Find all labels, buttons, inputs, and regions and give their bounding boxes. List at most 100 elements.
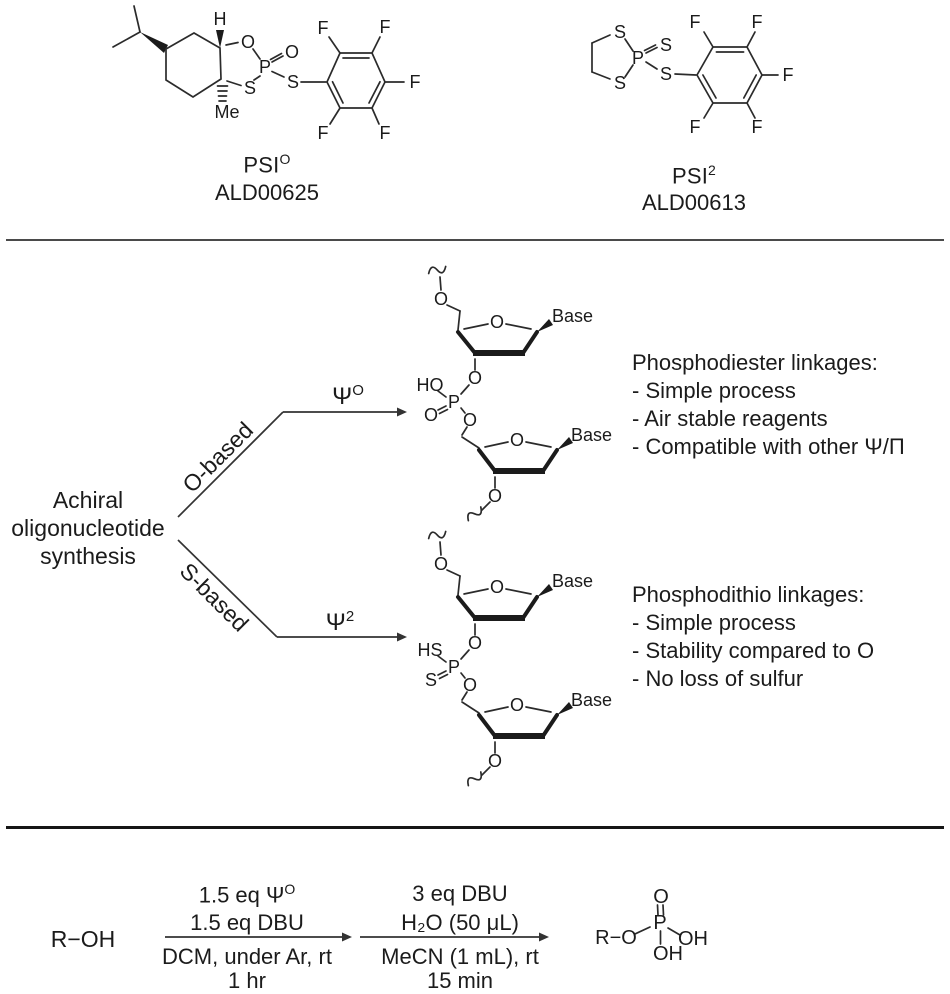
- atom-f: F: [783, 65, 794, 85]
- step1-reagent-1-sup: O: [284, 881, 296, 897]
- reactant-label: R−OH: [50, 926, 116, 952]
- step1-reagent-1-base: 1.5 eq Ψ: [198, 882, 285, 908]
- atom-p: P: [448, 657, 460, 677]
- arrowhead-step2: [539, 932, 549, 942]
- root-label-line1: Achiral: [52, 487, 124, 513]
- arrowhead-bottom: [397, 632, 407, 642]
- base-label: Base: [571, 425, 612, 445]
- step1-reagent-1: 1.5 eq ΨO: [137, 881, 357, 908]
- atom-o: O: [488, 751, 502, 771]
- base-label: Base: [571, 690, 612, 710]
- p-substituent: HS: [417, 640, 442, 660]
- phosphodiester-benefits: Phosphodiester linkages: - Simple proces…: [632, 349, 905, 461]
- atom-f: F: [752, 117, 763, 137]
- psi-2-name-sup: 2: [708, 162, 717, 178]
- atom-p: P: [259, 57, 271, 77]
- p-double-atom: O: [424, 405, 438, 425]
- atom-f: F: [318, 123, 329, 143]
- atom-me: Me: [214, 102, 239, 122]
- atom-s-ring: S: [614, 22, 626, 42]
- atom-h: H: [214, 9, 227, 29]
- base-label: Base: [552, 306, 593, 326]
- product-oh-right: OH: [678, 928, 708, 950]
- arrowhead-top: [397, 407, 407, 417]
- step2-solvent: MeCN (1 mL), rt: [381, 944, 539, 969]
- dinucleotide-o-bonds: [427, 265, 573, 522]
- atom-o: O: [468, 633, 482, 653]
- product-atoms: R−O P O OH OH: [595, 886, 708, 965]
- atom-o-ring: O: [510, 430, 524, 450]
- atom-s-ring: S: [614, 73, 626, 93]
- phosphate-product-svg: R−O P O OH OH: [595, 886, 708, 965]
- atom-o: O: [434, 289, 448, 309]
- psi-2-arrow-base: Ψ: [325, 609, 346, 636]
- atom-f: F: [690, 117, 701, 137]
- dinucleotide-s-bonds: [427, 530, 573, 787]
- atom-o: O: [463, 410, 477, 430]
- atom-f: F: [410, 72, 421, 92]
- dinucleotide-s-atoms: O O Base O HS P S O O Base O: [417, 554, 612, 771]
- psi-o-atoms: H O P O S S Me F F F F F: [214, 9, 421, 143]
- reaction-arrows-svg: [165, 932, 549, 942]
- benefit-item: - Air stable reagents: [632, 406, 828, 431]
- atom-o: O: [488, 486, 502, 506]
- psi-o-catalog-number: ALD00625: [215, 180, 319, 205]
- phosphodithio-title: Phosphodithio linkages:: [632, 582, 865, 607]
- step1-solvent: DCM, under Ar, rt: [162, 944, 332, 969]
- benefit-item: - No loss of sulfur: [632, 666, 804, 691]
- dinucleotide-o-atoms: O O Base O HO P O O O Base O: [417, 289, 613, 506]
- step2-reagent-1: 3 eq DBU: [412, 881, 508, 906]
- psi-o-arrow-sup: O: [352, 382, 364, 399]
- psi-2-structure-svg: S S P S S F F F F F: [591, 12, 794, 137]
- psi-o-arrow-base: Ψ: [332, 383, 353, 410]
- atom-o-ring: O: [490, 577, 504, 597]
- root-label: Achiral oligonucleotide synthesis: [3, 486, 173, 570]
- atom-o-ring: O: [510, 695, 524, 715]
- atom-f: F: [380, 123, 391, 143]
- atom-f: F: [752, 12, 763, 32]
- atom-p: P: [448, 392, 460, 412]
- benefit-item: - Simple process: [632, 610, 796, 635]
- atom-s-ring: S: [244, 78, 256, 98]
- product-oh-bottom: OH: [653, 943, 683, 965]
- atom-o: O: [468, 368, 482, 388]
- step1-reagent-2: 1.5 eq DBU: [190, 910, 304, 935]
- atom-o: O: [463, 675, 477, 695]
- step2-time: 15 min: [426, 968, 494, 993]
- atom-s-exo: S: [287, 72, 299, 92]
- divider-2: [6, 826, 944, 829]
- atom-o-ring: O: [490, 312, 504, 332]
- psi-2-name-base: PSI: [671, 163, 709, 189]
- p-substituent: HO: [417, 375, 444, 395]
- psi-2-bonds: [591, 31, 779, 119]
- psi-o-structure-svg: H O P O S S Me F F F F F: [112, 5, 421, 143]
- me-hash-bond: [216, 85, 229, 102]
- psi-2-arrow-label: Ψ2: [310, 608, 370, 637]
- psi-2-name: PSI2: [644, 162, 744, 189]
- p-double-atom: S: [425, 670, 437, 690]
- phosphodithio-benefits: Phosphodithio linkages: - Simple process…: [632, 581, 874, 693]
- benefit-item: - Stability compared to O: [632, 638, 875, 663]
- atom-o-double: O: [285, 42, 299, 62]
- psi-o-name-sup: O: [279, 151, 291, 167]
- psi-2-atoms: S S P S S F F F F F: [614, 12, 794, 137]
- h-wedge-bond: [216, 30, 224, 48]
- branch-arrows-svg: [177, 407, 407, 642]
- dinucleotide-s-svg: O O Base O HS P S O O Base O: [417, 530, 612, 787]
- base-label: Base: [552, 571, 593, 591]
- atom-o-double: O: [653, 886, 669, 908]
- psi-2-arrow-sup: 2: [345, 608, 355, 625]
- atom-s-exo: S: [660, 64, 672, 84]
- product-r-o: R−O: [595, 927, 637, 949]
- atom-f: F: [380, 17, 391, 37]
- psi-2-catalog-number: ALD00613: [642, 190, 746, 215]
- atom-p: P: [632, 48, 644, 68]
- psi-o-name: PSIO: [217, 151, 317, 178]
- atom-s-double: S: [660, 35, 672, 55]
- step1-time: 1 hr: [228, 968, 266, 993]
- atom-o-ring: O: [241, 32, 255, 52]
- atom-o: O: [434, 554, 448, 574]
- benefit-item: - Simple process: [632, 378, 796, 403]
- psi-o-arrow-label: ΨO: [318, 382, 378, 411]
